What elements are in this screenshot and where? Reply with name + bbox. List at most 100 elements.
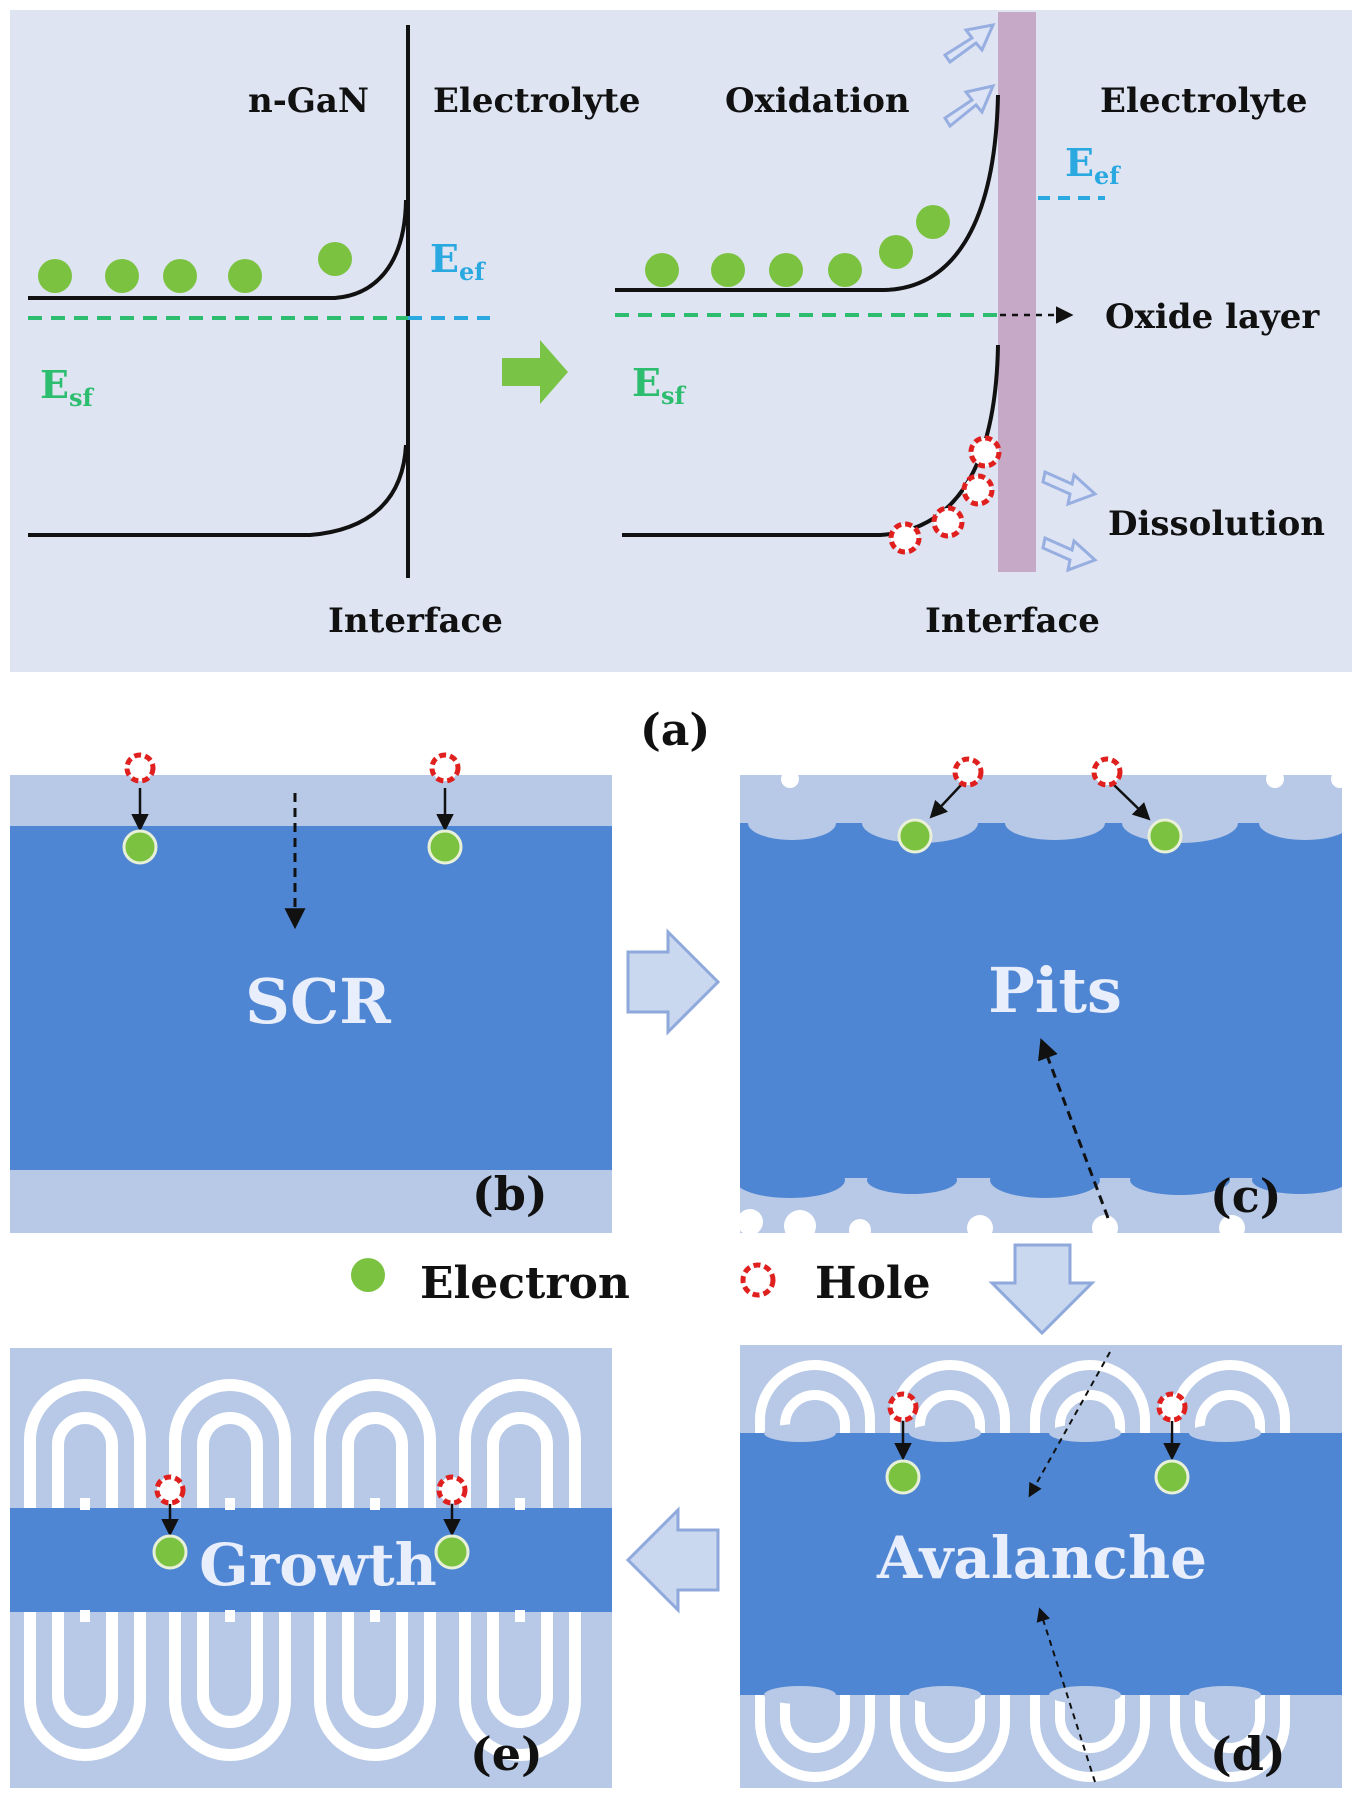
label-interface-right: Interface <box>925 601 1100 641</box>
hole <box>961 473 995 507</box>
pit <box>764 1424 836 1442</box>
pore <box>52 1605 118 1728</box>
pore-tip <box>370 1498 380 1510</box>
oxide-layer <box>998 12 1036 572</box>
pore-tip <box>80 1610 90 1622</box>
electron <box>122 829 158 865</box>
legend-hole-label: Hole <box>815 1258 931 1309</box>
legend-electron-label: Electron <box>420 1258 630 1309</box>
substrate <box>740 1433 1342 1695</box>
electron <box>916 205 950 239</box>
pore <box>967 1215 993 1233</box>
pore <box>1055 1390 1125 1440</box>
pore <box>169 1605 291 1761</box>
pore <box>849 1219 871 1233</box>
label-scr: SCR <box>245 965 391 1038</box>
pore <box>459 1379 581 1515</box>
oxidation-arrow-icon <box>942 83 996 129</box>
pit <box>748 806 836 840</box>
conduction-band-right <box>615 94 1000 292</box>
label-eef-right: Eef <box>1065 140 1121 190</box>
pore-tip <box>80 1498 90 1510</box>
avalanche-direction-arrow <box>1038 1038 1110 1219</box>
label-growth: Growth <box>199 1531 437 1599</box>
surface-pores <box>740 775 1342 1233</box>
electron <box>711 253 745 287</box>
electron <box>105 259 139 293</box>
pore <box>1092 1215 1118 1233</box>
pore <box>915 1690 985 1753</box>
legend-hole-icon <box>740 1262 776 1298</box>
pore-tip <box>225 1498 235 1510</box>
arrow-c-to-d-icon <box>988 1243 1096 1336</box>
electron <box>38 259 72 293</box>
pore <box>487 1605 553 1728</box>
conduction-band-left <box>28 199 408 300</box>
pore-tip <box>370 1610 380 1622</box>
pore <box>169 1379 291 1515</box>
pore <box>24 1605 146 1761</box>
valence-band-left <box>28 444 408 537</box>
pore <box>1331 775 1342 788</box>
hole <box>1091 756 1123 788</box>
top-pore-arches <box>24 1379 581 1515</box>
electron <box>645 253 679 287</box>
pore <box>1170 1690 1290 1782</box>
pore <box>1055 1690 1125 1753</box>
pore <box>52 1412 118 1515</box>
label-esf-left: Esf <box>40 362 94 412</box>
hole <box>154 1474 186 1506</box>
pit <box>1189 1686 1261 1704</box>
substrate <box>10 1508 612 1612</box>
pore <box>740 1209 763 1233</box>
label-electrolyte-left: Electrolyte <box>433 81 640 121</box>
substrate-bulge <box>1130 1165 1230 1195</box>
electron <box>828 253 862 287</box>
hole <box>952 756 984 788</box>
label-eef-left: Eef <box>430 236 486 286</box>
pore <box>781 775 799 788</box>
pore <box>342 1412 408 1515</box>
substrate-bulge <box>990 1162 1100 1198</box>
arrow-b-to-c-icon <box>626 928 721 1036</box>
hole <box>968 435 1002 469</box>
pore <box>197 1605 263 1728</box>
caption-c: (c) <box>1210 1169 1282 1223</box>
hole <box>436 1474 468 1506</box>
panel-e: Growth (e) <box>10 1348 612 1788</box>
label-interface-left: Interface <box>328 601 503 641</box>
label-oxidation: Oxidation <box>725 81 910 121</box>
label-electrolyte-right: Electrolyte <box>1100 81 1307 121</box>
substrate-bulge <box>867 1166 957 1194</box>
pit <box>909 1686 981 1704</box>
pore <box>915 1390 985 1440</box>
panel-a: n-GaN Electrolyte Interface Eef Esf <box>10 10 1352 672</box>
pore <box>780 1690 850 1753</box>
label-avalanche: Avalanche <box>876 1524 1207 1592</box>
substrate-bulge <box>740 1162 845 1198</box>
electrons-right <box>645 205 950 287</box>
dissolution-arrow-icon <box>1041 535 1098 573</box>
panel-a-right-band-diagram: Oxidation Electrolyte Oxide layer Dissol… <box>615 12 1325 641</box>
pore-tip <box>515 1610 525 1622</box>
pore <box>487 1412 553 1515</box>
pore <box>314 1605 436 1761</box>
hole <box>1156 1391 1188 1423</box>
avalanche-arrow-up <box>1036 1607 1096 1783</box>
pit <box>1005 806 1105 840</box>
pore <box>1030 1690 1150 1782</box>
bottom-pore-arches <box>755 1690 1290 1782</box>
panel-b: SCR (b) <box>10 752 612 1233</box>
pit <box>764 1686 836 1704</box>
hole <box>124 752 156 784</box>
pore <box>755 1360 875 1440</box>
hole-drift-arrow <box>929 783 963 819</box>
caption-d: (d) <box>1210 1727 1286 1781</box>
hole <box>888 521 922 555</box>
pore <box>24 1379 146 1515</box>
label-esf-right: Esf <box>632 360 686 410</box>
substrate <box>740 823 1342 1178</box>
electron <box>769 253 803 287</box>
label-dissolution: Dissolution <box>1108 504 1325 544</box>
